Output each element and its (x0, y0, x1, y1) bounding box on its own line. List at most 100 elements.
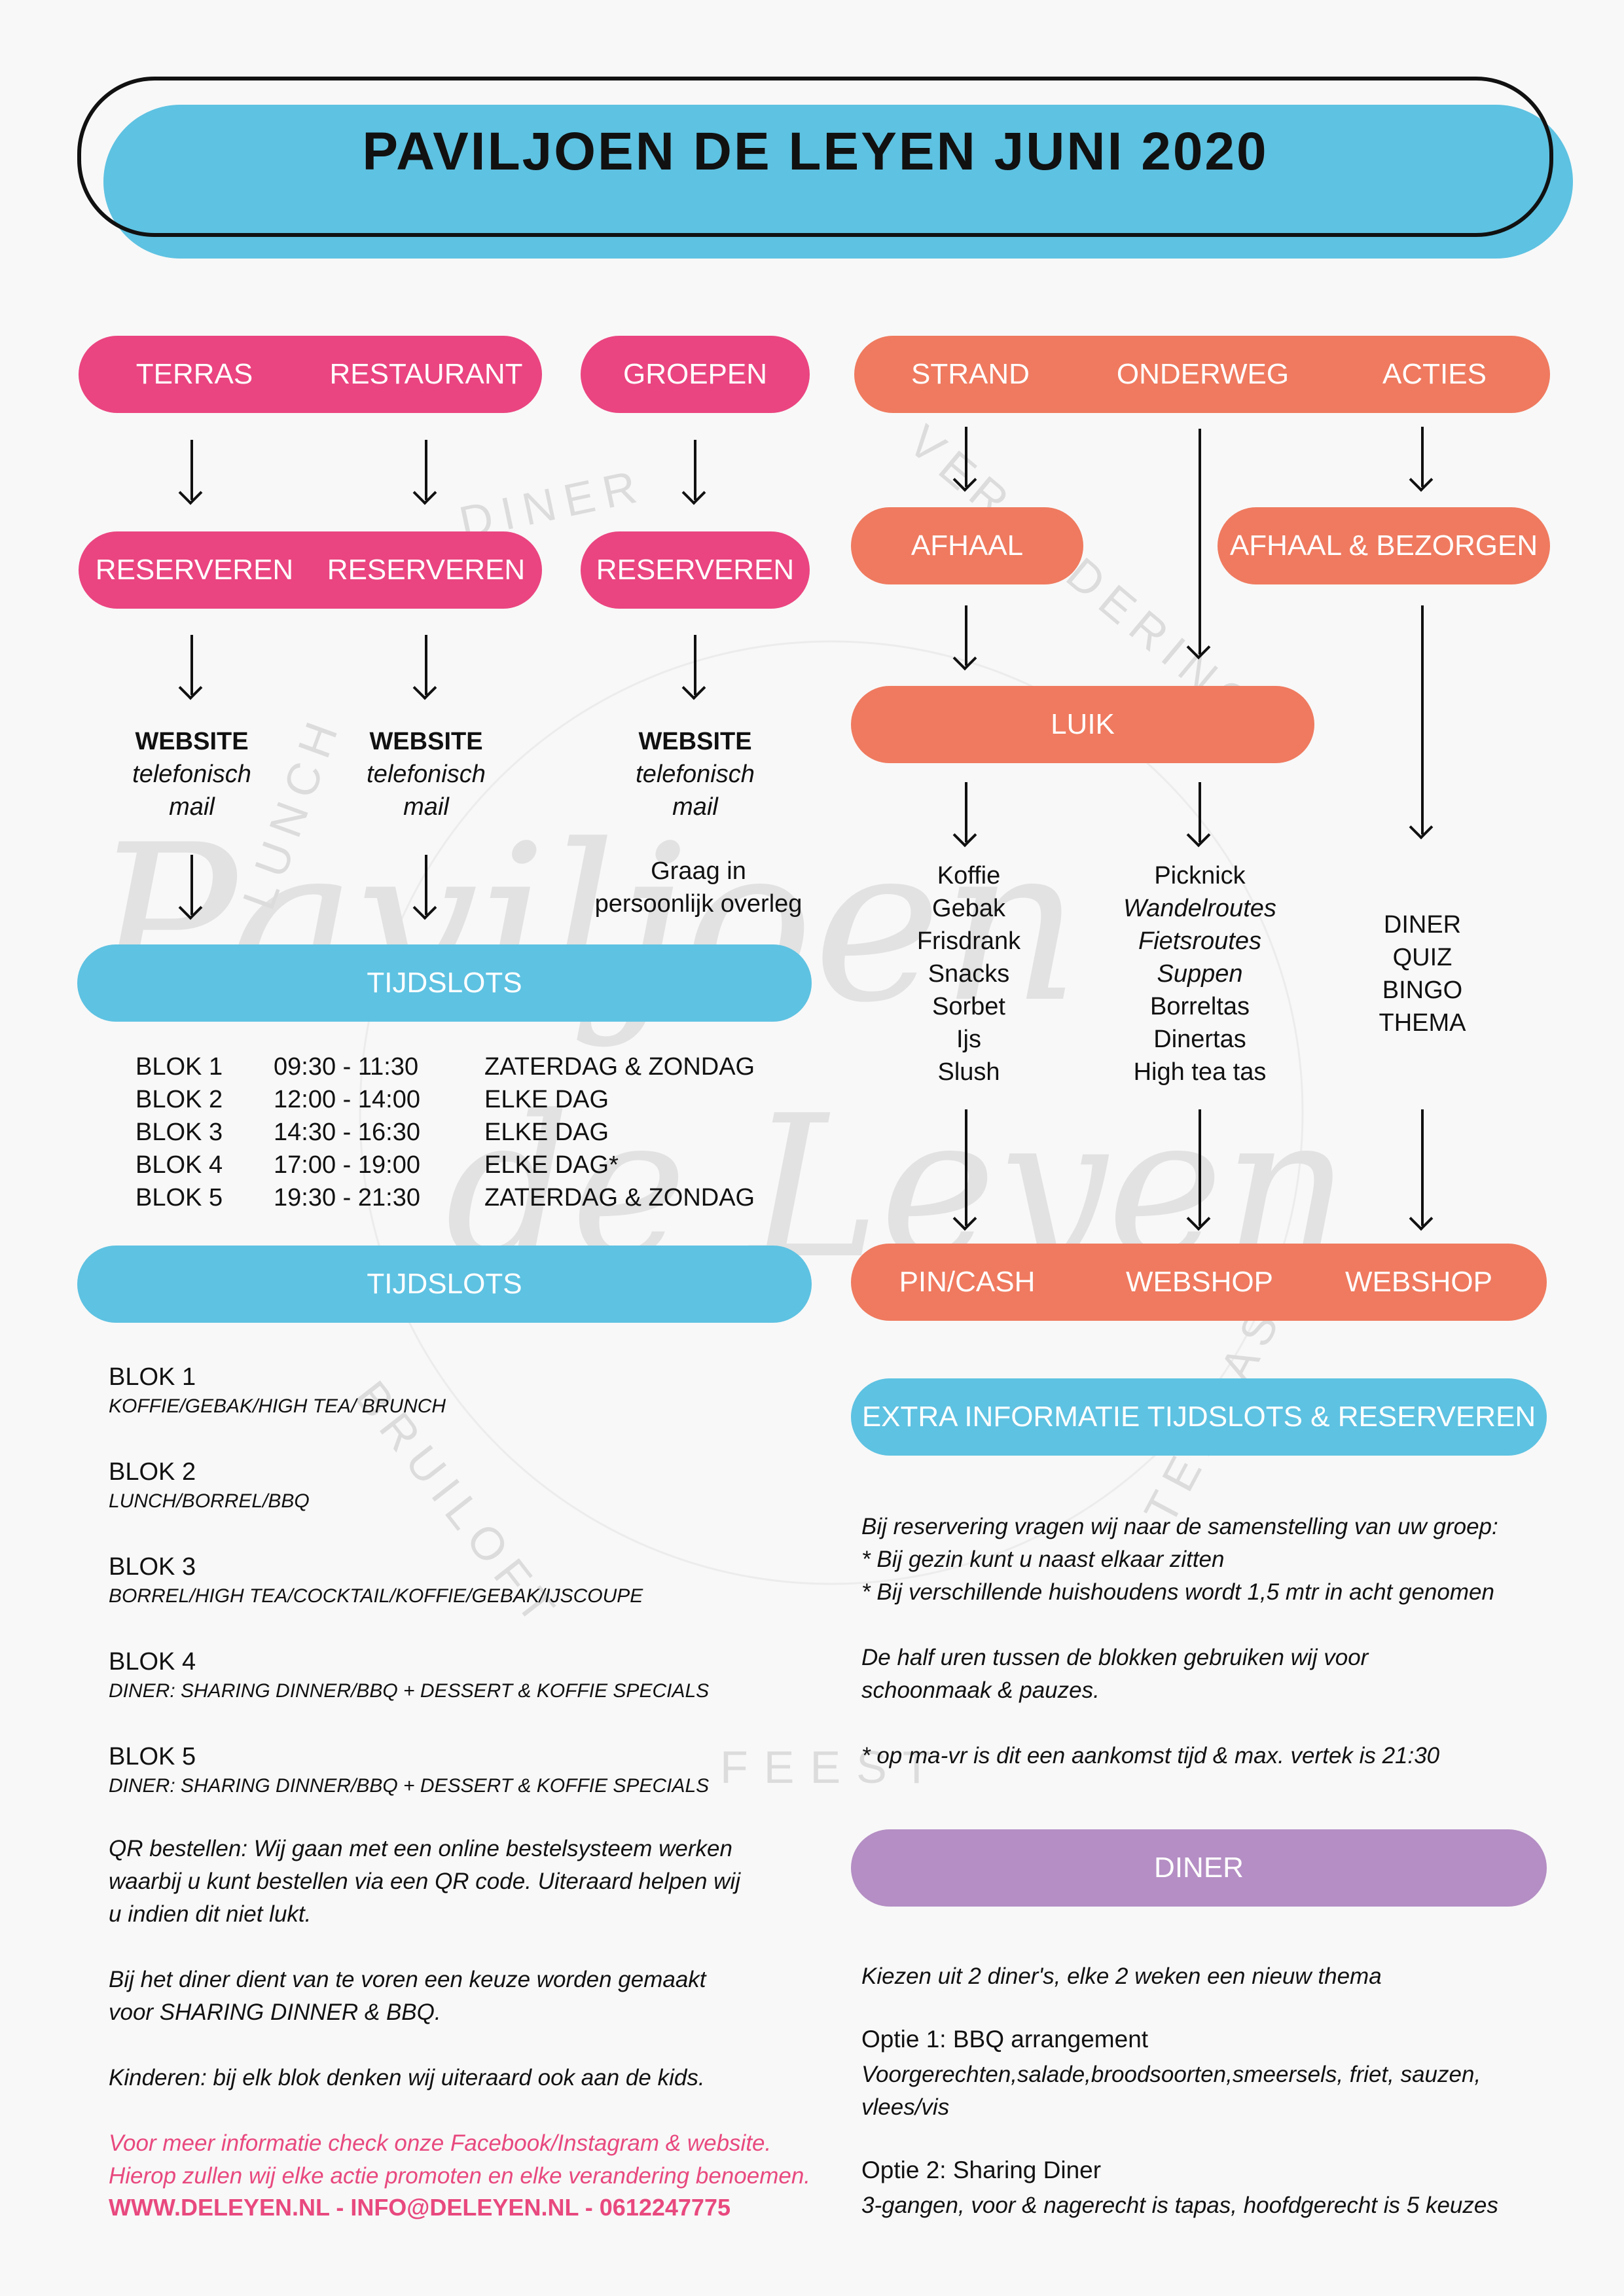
arrow-down-icon (1199, 429, 1201, 655)
diner-choice-line: voor SHARING DINNER & BBQ. (109, 2000, 441, 2025)
groepen-label: GROEPEN (623, 358, 768, 390)
contact-mail: mail (403, 793, 449, 821)
contact-telefonisch: telefonisch (132, 761, 251, 788)
extra-info-label: EXTRA INFORMATIE TIJDSLOTS & RESERVEREN (861, 1401, 1536, 1433)
acties-items: DINER QUIZ BINGO THEMA (1324, 908, 1521, 1039)
arrow-down-icon (190, 635, 193, 695)
timeslot-time: 17:00 - 19:00 (274, 1151, 420, 1179)
option2-text: 3-gangen, voor & nagerecht is tapas, hoo… (861, 2193, 1498, 2218)
afhaal-bezorgen-pill: AFHAAL & BEZORGEN (1218, 507, 1550, 584)
block-detail-4: BLOK 4 DINER: SHARING DINNER/BBQ + DESSE… (109, 1648, 816, 1702)
contact-line[interactable]: WWW.DELEYEN.NL - INFO@DELEYEN.NL - 06122… (109, 2194, 731, 2221)
block-detail-desc: BORREL/HIGH TEA/COCKTAIL/KOFFIE/GEBAK/IJ… (109, 1585, 643, 1607)
extra-info-paragraph: Bij reservering vragen wij naar de samen… (861, 1511, 1601, 1772)
diner-choice-line: Bij het diner dient van te voren een keu… (109, 1967, 706, 1992)
onderweg-item: Dinertas (1153, 1026, 1246, 1053)
strand-items: Koffie Gebak Frisdrank Snacks Sorbet Ijs… (871, 859, 1067, 1088)
block-detail-title: BLOK 3 (109, 1553, 196, 1581)
tijdslots-label-1: TIJDSLOTS (367, 967, 522, 999)
timeslot-time: 14:30 - 16:30 (274, 1119, 420, 1146)
kids-paragraph: Kinderen: bij elk blok denken wij uitera… (109, 2065, 705, 2090)
onderweg-item: Suppen (1157, 960, 1243, 988)
extra-info-line: * Bij gezin kunt u naast elkaar zitten (861, 1547, 1225, 1572)
contact-info-paragraph: Voor meer informatie check onze Facebook… (109, 2127, 861, 2193)
reserveren-restaurant-label: RESERVEREN (327, 554, 526, 586)
arrow-down-icon (425, 635, 427, 695)
timeslot-block: BLOK 3 (135, 1119, 223, 1146)
onderweg-items: Picknick Wandelroutes Fietsroutes Suppen… (1075, 859, 1324, 1088)
extra-info-line: schoonmaak & pauzes. (861, 1677, 1100, 1703)
arrow-down-icon (694, 440, 696, 500)
option1-line: Voorgerechten,salade,broodsoorten,smeers… (861, 2062, 1481, 2087)
timeslot-day: ZATERDAG & ZONDAG (484, 1053, 755, 1081)
contact-website: WEBSITE (369, 728, 483, 755)
option2-title: Optie 2: Sharing Diner (861, 2157, 1102, 2183)
arrow-down-icon (1199, 782, 1201, 842)
contact-mail: mail (672, 793, 718, 821)
arrow-down-icon (965, 1109, 967, 1226)
tijdslots-banner-1: TIJDSLOTS (77, 944, 812, 1022)
onderweg-item: Borreltas (1149, 993, 1250, 1020)
extra-info-line: De half uren tussen de blokken gebruiken… (861, 1645, 1369, 1670)
arrow-down-icon (190, 440, 193, 500)
strand-item: Sorbet (932, 993, 1005, 1020)
luik-pill: LUIK (851, 686, 1314, 763)
contact-col-terras: WEBSITE telefonisch mail (94, 725, 290, 823)
qr-line: QR bestellen: Wij gaan met een online be… (109, 1836, 732, 1861)
block-detail-desc: DINER: SHARING DINNER/BBQ + DESSERT & KO… (109, 1775, 710, 1797)
contact-website: WEBSITE (135, 728, 249, 755)
payment-pill: PIN/CASH WEBSHOP WEBSHOP (851, 1244, 1547, 1321)
strand-item: Frisdrank (916, 927, 1021, 955)
block-detail-title: BLOK 2 (109, 1458, 196, 1486)
diner-label: DINER (1154, 1852, 1244, 1884)
contact-col-groepen: WEBSITE telefonisch mail (597, 725, 793, 823)
timeslot-block: BLOK 5 (135, 1184, 223, 1211)
title-banner-outline (77, 77, 1553, 237)
timeslot-day: ZATERDAG & ZONDAG (484, 1184, 755, 1211)
luik-label: LUIK (1051, 708, 1115, 740)
terras-label: TERRAS (135, 358, 253, 390)
strand-item: Ijs (956, 1026, 981, 1053)
reserveren-pill-2: RESERVEREN (581, 531, 810, 609)
timeslot-time: 09:30 - 11:30 (274, 1053, 419, 1081)
block-detail-title: BLOK 4 (109, 1648, 196, 1676)
strand-label: STRAND (911, 358, 1030, 390)
extra-info-line: Bij reservering vragen wij naar de samen… (861, 1514, 1498, 1539)
block-detail-title: BLOK 5 (109, 1743, 196, 1770)
extra-info-line (861, 1707, 1601, 1740)
option1-text: Voorgerechten,salade,broodsoorten,smeers… (861, 2058, 1608, 2124)
strand-onderweg-acties-pill: STRAND ONDERWEG ACTIES (854, 336, 1550, 413)
acties-item: QUIZ (1392, 944, 1453, 971)
extra-info-line: * Bij verschillende huishoudens wordt 1,… (861, 1579, 1494, 1605)
block-detail-5: BLOK 5 DINER: SHARING DINNER/BBQ + DESSE… (109, 1743, 816, 1797)
diner-intro: Kiezen uit 2 diner's, elke 2 weken een n… (861, 1964, 1382, 1989)
onderweg-label: ONDERWEG (1116, 358, 1290, 390)
arrow-down-icon (965, 427, 967, 487)
acties-label: ACTIES (1382, 358, 1487, 390)
block-detail-desc: DINER: SHARING DINNER/BBQ + DESSERT & KO… (109, 1680, 710, 1702)
contact-mail: mail (169, 793, 215, 821)
arrow-down-icon (190, 855, 193, 915)
webshop-label-1[interactable]: WEBSHOP (1126, 1266, 1273, 1298)
arrow-down-icon (425, 855, 427, 915)
groepen-note-line-2: persoonlijk overleg (594, 890, 803, 918)
contact-telefonisch: telefonisch (367, 761, 486, 788)
contact-telefonisch: telefonisch (636, 761, 755, 788)
arrow-down-icon (965, 782, 967, 842)
webshop-label-2[interactable]: WEBSHOP (1345, 1266, 1492, 1298)
onderweg-item: Fietsroutes (1138, 927, 1261, 955)
timeslot-day: ELKE DAG (484, 1119, 609, 1146)
pin-cash-label: PIN/CASH (899, 1266, 1036, 1298)
afhaal-pill: AFHAAL (851, 507, 1083, 584)
afhaal-bezorgen-label: AFHAAL & BEZORGEN (1229, 529, 1538, 562)
arrow-down-icon (425, 440, 427, 500)
page-title: PAVILJOEN DE LEYEN JUNI 2020 (362, 122, 1269, 181)
timeslot-time: 19:30 - 21:30 (274, 1184, 420, 1211)
groepen-note-line-1: Graag in (651, 857, 746, 885)
timeslot-block: BLOK 1 (135, 1053, 223, 1081)
block-detail-2: BLOK 2 LUNCH/BORREL/BBQ (109, 1458, 816, 1513)
reserveren-terras-label: RESERVEREN (95, 554, 294, 586)
tijdslots-banner-2: TIJDSLOTS (77, 1246, 812, 1323)
strand-item: Snacks (928, 960, 1010, 988)
qr-line: u indien dit niet lukt. (109, 1901, 312, 1927)
